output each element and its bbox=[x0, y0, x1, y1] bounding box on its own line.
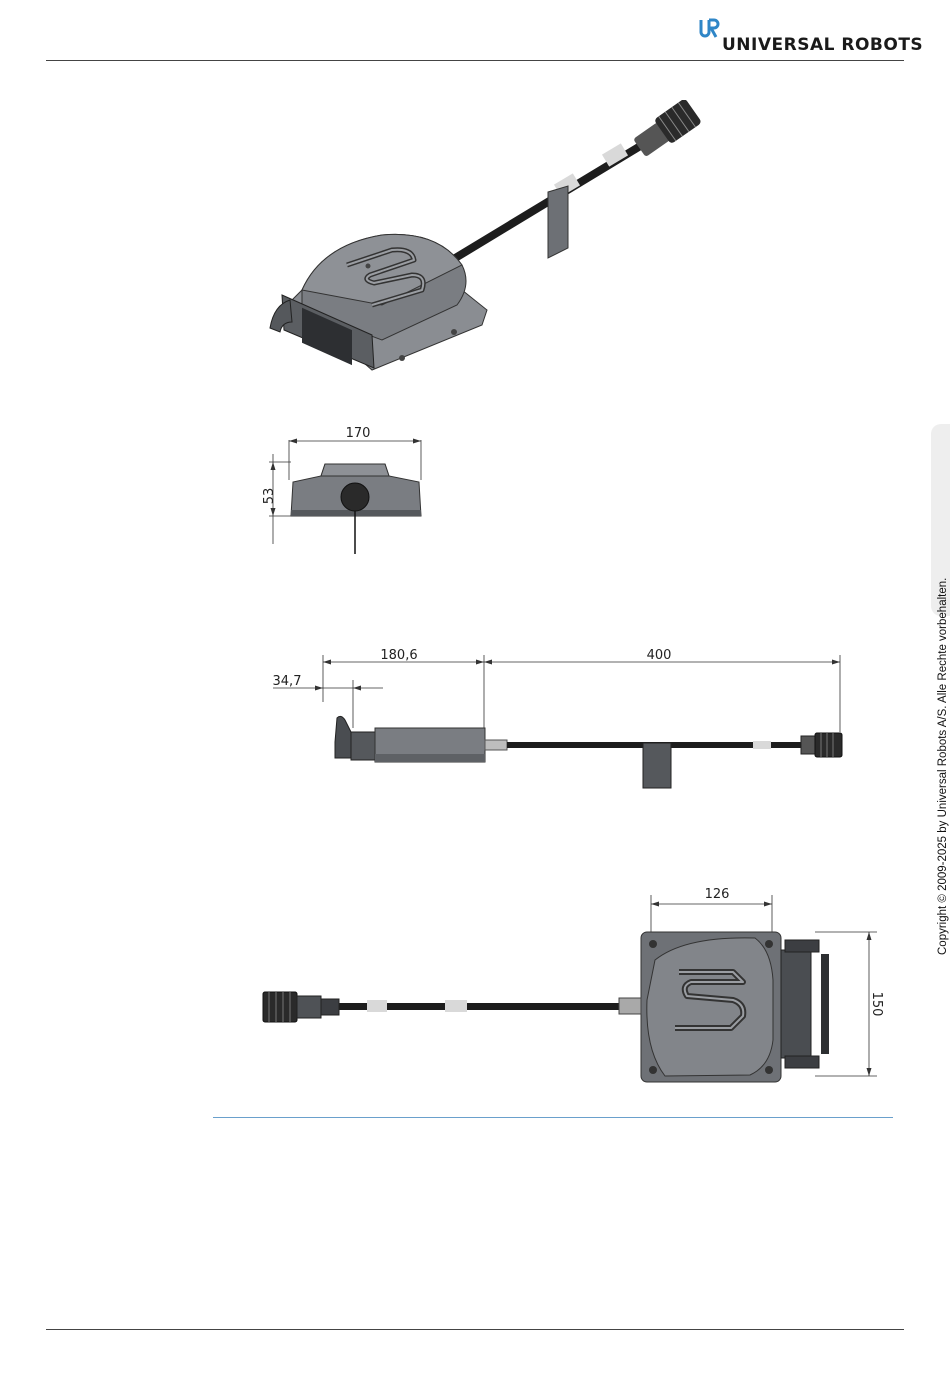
dim-body-depth-label: 150 bbox=[869, 992, 884, 1017]
front-view-drawing: 170 53 bbox=[255, 420, 445, 560]
side-view-drawing: 180,6 400 34,7 bbox=[265, 640, 855, 795]
dim-width-label: 170 bbox=[346, 426, 371, 441]
isometric-view-drawing bbox=[262, 100, 712, 400]
copyright-text: Copyright © 2009-2025 by Universal Robot… bbox=[937, 578, 949, 955]
ur-logo-icon bbox=[698, 18, 720, 40]
dim-body-width-label: 126 bbox=[705, 887, 730, 902]
header-divider bbox=[46, 60, 904, 61]
copyright-notice: Copyright © 2009-2025 by Universal Robot… bbox=[937, 475, 950, 955]
logo-text: UNIVERSAL ROBOTS bbox=[722, 35, 923, 55]
dim-cable-length-label: 400 bbox=[647, 648, 672, 663]
section-divider bbox=[213, 1117, 893, 1118]
dim-offset-label: 34,7 bbox=[273, 674, 302, 689]
top-view-drawing: 126 150 bbox=[255, 880, 895, 1095]
universal-robots-logo: UNIVERSAL ROBOTS bbox=[698, 18, 908, 56]
dim-body-length-label: 180,6 bbox=[380, 648, 417, 663]
footer-divider bbox=[46, 1329, 904, 1330]
dim-height-label: 53 bbox=[262, 488, 277, 505]
